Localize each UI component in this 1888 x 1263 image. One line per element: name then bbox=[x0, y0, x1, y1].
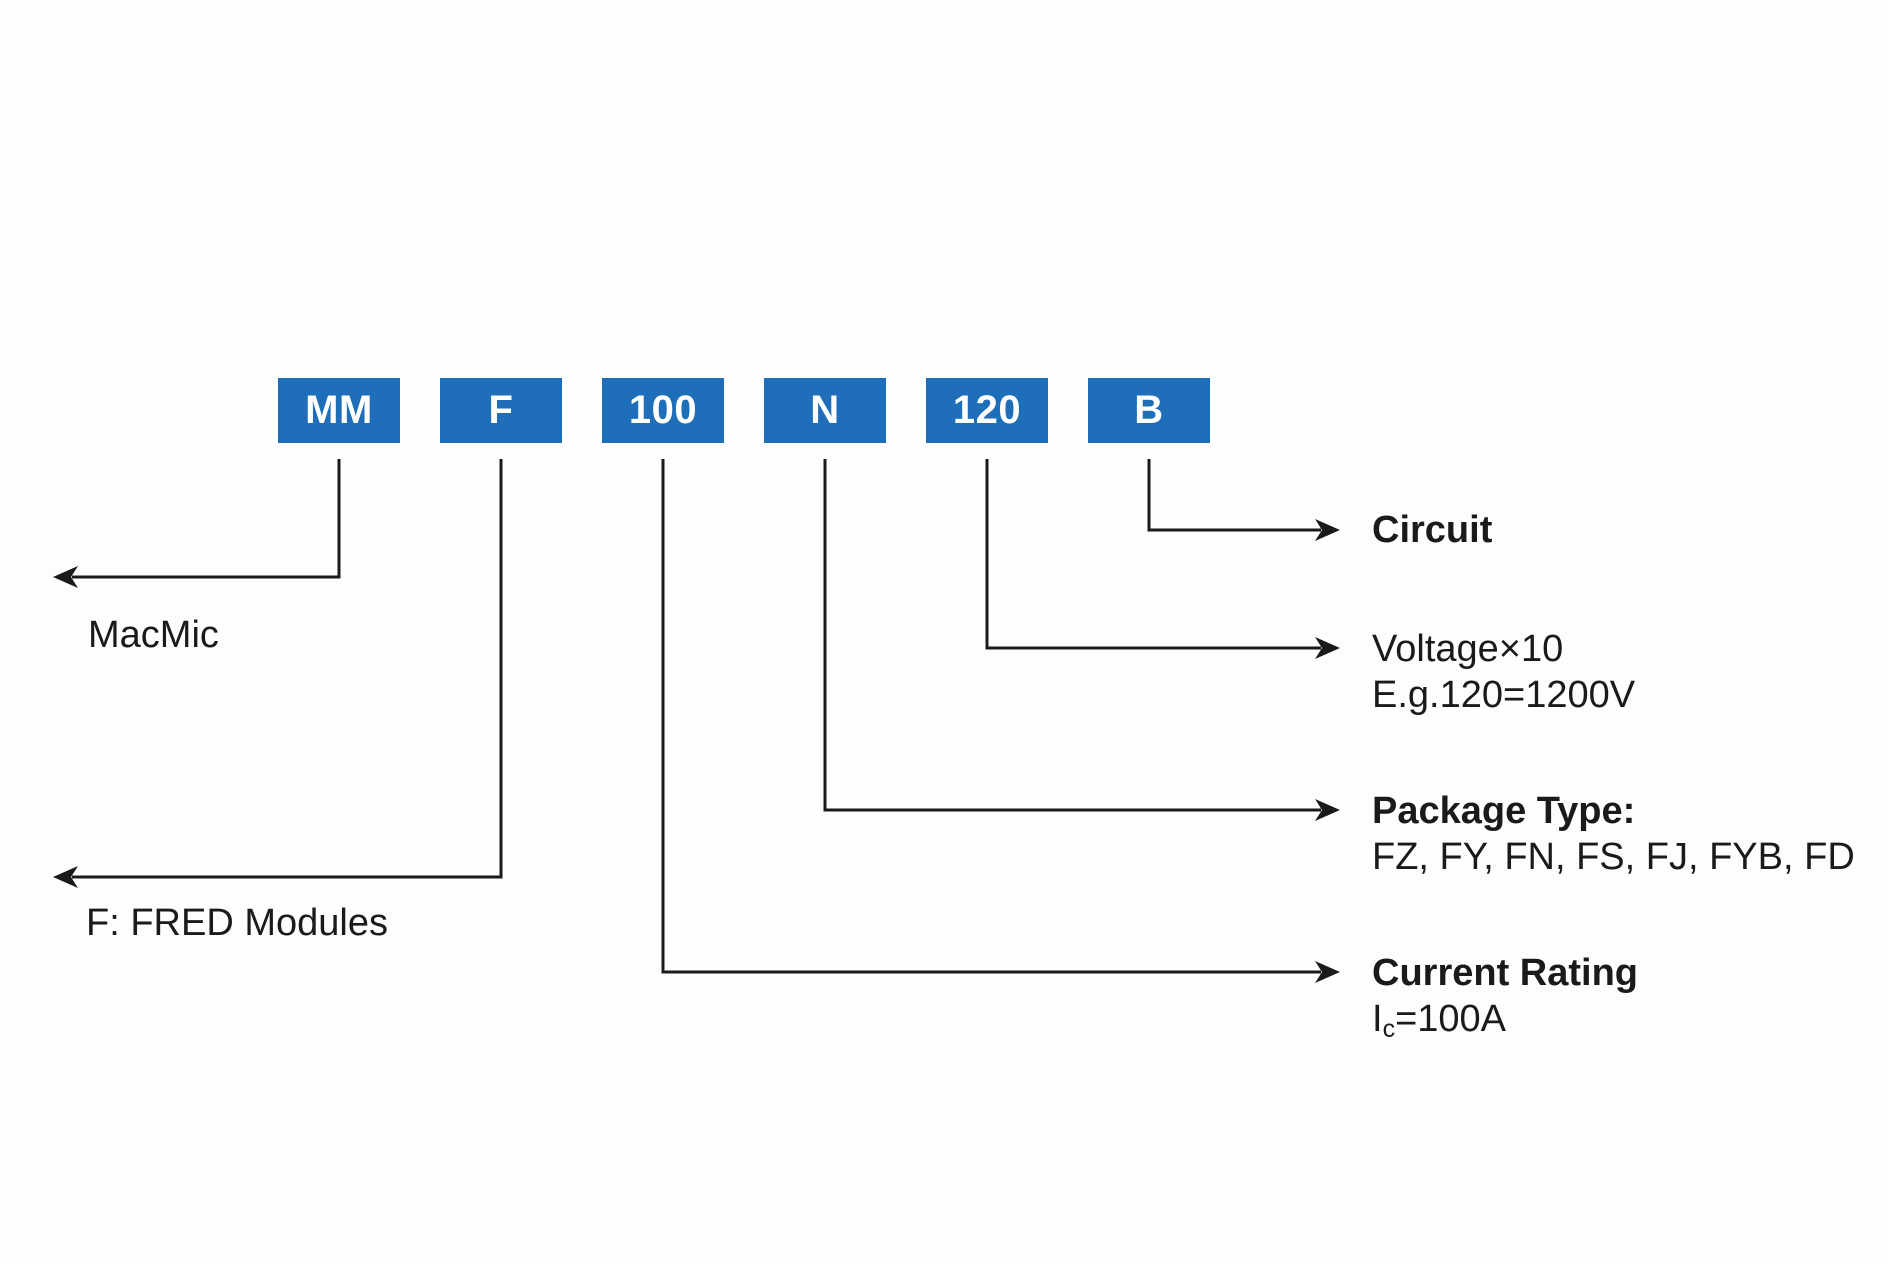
connector-package-type bbox=[823, 459, 1340, 821]
connector-line bbox=[72, 459, 503, 879]
current-value: =100A bbox=[1395, 998, 1507, 1040]
connector-line bbox=[1147, 459, 1321, 532]
package-type-label: Package Type: FZ, FY, FN, FS, FJ, FYB, F… bbox=[1372, 788, 1855, 880]
connector-brand bbox=[53, 459, 341, 588]
current-symbol: I bbox=[1372, 998, 1383, 1040]
connector-line bbox=[72, 459, 341, 579]
connector-current-rating bbox=[661, 459, 1340, 983]
part-code-box-circuit: B bbox=[1088, 378, 1210, 443]
arrow-right-icon bbox=[1315, 961, 1340, 983]
connector-family bbox=[53, 459, 503, 888]
family-label: F: FRED Modules bbox=[86, 900, 388, 946]
connector-circuit bbox=[1147, 459, 1340, 541]
current-symbol-subscript: c bbox=[1382, 1015, 1396, 1043]
part-code-box-current: 100 bbox=[602, 378, 724, 443]
arrow-right-icon bbox=[1315, 519, 1340, 541]
current-rating-title: Current Rating bbox=[1372, 952, 1638, 994]
part-code-box-mm: MM bbox=[278, 378, 400, 443]
connector-line bbox=[823, 459, 1321, 812]
brand-label: MacMic bbox=[88, 612, 219, 658]
part-code-box-package: N bbox=[764, 378, 886, 443]
part-code-box-voltage: 120 bbox=[926, 378, 1048, 443]
current-rating-value: Ic=100A bbox=[1372, 996, 1638, 1042]
connector-line bbox=[985, 459, 1321, 650]
package-type-values: FZ, FY, FN, FS, FJ, FYB, FD bbox=[1372, 836, 1855, 878]
package-type-title: Package Type: bbox=[1372, 790, 1636, 832]
circuit-label: Circuit bbox=[1372, 507, 1492, 553]
family-text: F: FRED Modules bbox=[86, 902, 388, 944]
connector-line bbox=[661, 459, 1321, 974]
current-rating-label: Current Rating Ic=100A bbox=[1372, 950, 1638, 1042]
arrow-left-icon bbox=[53, 866, 78, 888]
arrow-left-icon bbox=[53, 566, 78, 588]
brand-text: MacMic bbox=[88, 614, 219, 656]
circuit-title: Circuit bbox=[1372, 509, 1493, 551]
voltage-line1: Voltage×10 bbox=[1372, 628, 1564, 670]
connector-voltage bbox=[985, 459, 1340, 659]
arrow-right-icon bbox=[1315, 799, 1340, 821]
voltage-label: Voltage×10 E.g.120=1200V bbox=[1372, 626, 1635, 718]
part-code-box-f: F bbox=[440, 378, 562, 443]
voltage-line2: E.g.120=1200V bbox=[1372, 674, 1636, 716]
arrow-right-icon bbox=[1315, 637, 1340, 659]
